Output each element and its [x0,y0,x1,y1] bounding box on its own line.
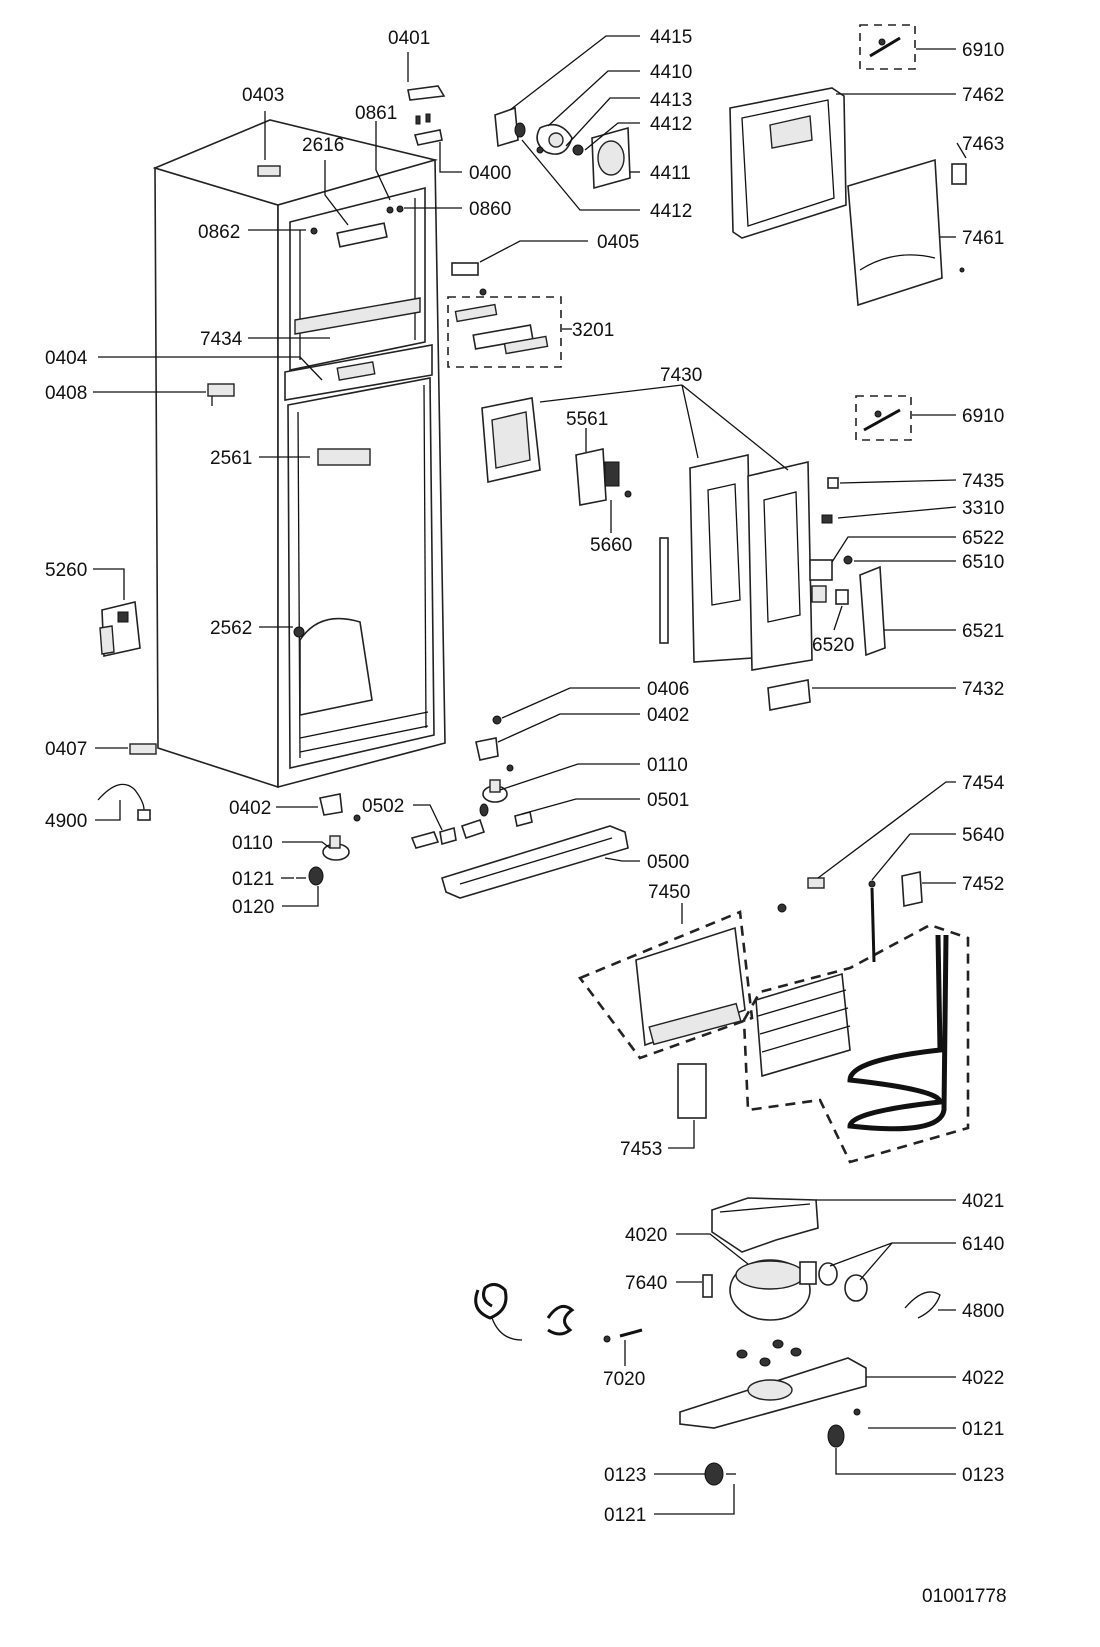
label-0406: 0406 [647,679,689,700]
label-6140: 6140 [962,1234,1004,1255]
label-5640: 5640 [962,825,1004,846]
label-4800: 4800 [962,1301,1004,1322]
label-3201: 3201 [572,320,614,341]
label-4020: 4020 [625,1225,667,1246]
fan-assembly [494,106,631,190]
label-3310: 3310 [962,498,1004,519]
relay-box-5260 [99,601,141,657]
label-4900: 4900 [45,811,87,832]
compressor-group [474,1197,941,1486]
label-5561: 5561 [566,409,608,430]
label-0405: 0405 [597,232,639,253]
label-0121-a: 0121 [232,869,274,890]
label-7020: 7020 [603,1369,645,1390]
label-0121-b: 0121 [962,1419,1004,1440]
label-0502: 0502 [362,796,404,817]
label-7640: 7640 [625,1273,667,1294]
label-6910-b: 6910 [962,406,1004,427]
label-4021: 4021 [962,1191,1004,1212]
cabinet-body [152,119,446,789]
label-0861: 0861 [355,103,397,124]
label-0403: 0403 [242,85,284,106]
label-7454: 7454 [962,773,1005,794]
label-4411: 4411 [650,163,691,184]
label-7461: 7461 [962,228,1004,249]
label-7435: 7435 [962,471,1004,492]
group-6910-mid [855,395,912,441]
label-7452: 7452 [962,874,1004,895]
label-4415: 4415 [650,27,692,48]
label-6522: 6522 [962,528,1004,549]
label-7463: 7463 [962,134,1004,155]
parts-left [97,85,446,886]
air-duct-7430 [481,397,886,711]
label-0501: 0501 [647,790,689,811]
label-0404: 0404 [45,348,88,369]
label-0862: 0862 [198,222,240,243]
label-0123-a: 0123 [604,1465,646,1486]
label-5260: 5260 [45,560,87,581]
label-7462: 7462 [962,85,1004,106]
label-0121-c: 0121 [604,1505,646,1526]
part-0405 [451,262,479,276]
label-0110-a: 0110 [647,755,688,776]
label-0123-b: 0123 [962,1465,1004,1486]
label-6520: 6520 [812,635,854,656]
label-4412-a: 4412 [650,114,692,135]
label-0401: 0401 [388,28,430,49]
label-2562: 2562 [210,618,252,639]
label-0110-b: 0110 [232,833,273,854]
drawing-number: 01001778 [922,1586,1007,1607]
label-2616: 2616 [302,135,344,156]
label-0400: 0400 [469,163,511,184]
label-6910-a: 6910 [962,40,1004,61]
label-7450: 7450 [648,882,690,903]
label-0860: 0860 [469,199,511,220]
evaporator-covers [729,87,967,307]
label-6521: 6521 [962,621,1004,642]
label-6510: 6510 [962,552,1004,573]
bottom-front-parts [410,715,629,899]
group-3201 [447,288,562,368]
label-7430: 7430 [660,365,702,386]
label-2561: 2561 [210,448,252,469]
label-7434: 7434 [200,329,243,350]
label-4410: 4410 [650,62,692,83]
part-labels: 0401 0403 0861 2616 0400 0860 0862 4415 … [45,27,1007,1607]
label-4412-b: 4412 [650,201,692,222]
group-6910-top [859,24,916,70]
label-7432: 7432 [962,679,1004,700]
leader-lines [93,35,967,1515]
label-7453: 7453 [620,1139,662,1160]
label-4022: 4022 [962,1368,1004,1389]
label-0408: 0408 [45,383,87,404]
label-0407: 0407 [45,739,87,760]
label-0402-b: 0402 [229,798,271,819]
label-0500: 0500 [647,852,689,873]
label-0402-a: 0402 [647,705,689,726]
label-5660: 5660 [590,535,632,556]
label-0120: 0120 [232,897,274,918]
evaporator-group-7450 [577,871,970,1164]
label-4413: 4413 [650,90,692,111]
